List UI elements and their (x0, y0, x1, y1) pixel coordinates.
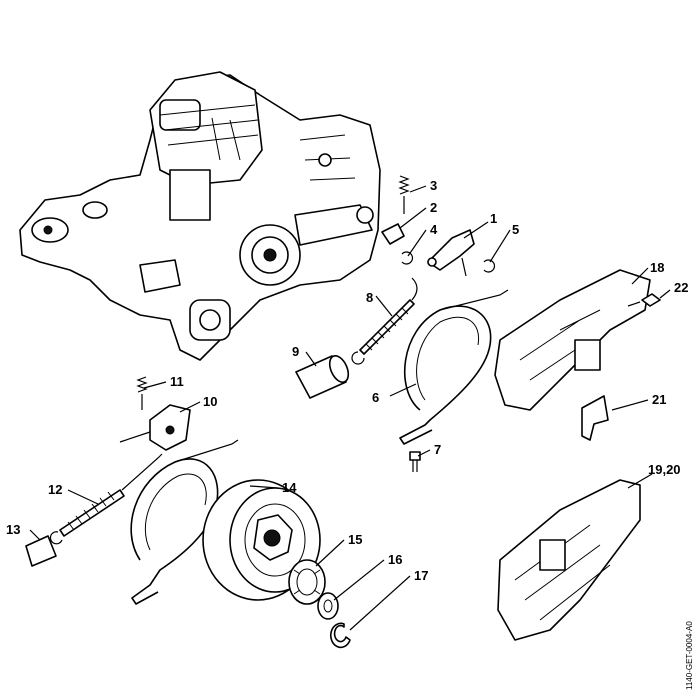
callout-15: 15 (348, 532, 362, 547)
callout-17: 17 (414, 568, 428, 583)
callout-16: 16 (388, 552, 402, 567)
sprocket-cover-part-19-20 (497, 479, 641, 641)
callout-12: 12 (48, 482, 62, 497)
sleeve-part-9 (295, 355, 350, 399)
callout-7: 7 (434, 442, 441, 457)
callout-6: 6 (372, 390, 379, 405)
callout-8: 8 (366, 290, 373, 305)
callout-22: 22 (674, 280, 688, 295)
callout-3: 3 (430, 178, 437, 193)
callout-21: 21 (652, 392, 666, 407)
callout-4: 4 (430, 222, 438, 237)
leader-lines (29, 185, 671, 631)
screw-part-7 (409, 451, 421, 472)
washer-part-16 (317, 592, 339, 620)
spring-part-8 (351, 277, 418, 365)
document-id: 1140-GET-0004-A0 (685, 621, 694, 690)
screw-part-22 (627, 293, 661, 307)
callout-19-20: 19,20 (648, 462, 681, 477)
clip-part-5 (483, 259, 495, 273)
spring-part-3 (398, 175, 410, 214)
sleeve-part-13 (25, 535, 57, 567)
brake-band-part-14 (130, 439, 239, 605)
brake-band-part-6 (399, 289, 509, 445)
engine-housing (19, 71, 381, 361)
callout-13: 13 (6, 522, 20, 537)
brake-lever-part-1 (427, 229, 475, 277)
bracket-part-21 (581, 395, 609, 441)
clip-part-4 (401, 251, 413, 265)
sprocket-cover-part-18 (494, 269, 651, 411)
lever-part-2 (381, 223, 405, 245)
callout-14: 14 (282, 480, 297, 495)
callout-18: 18 (650, 260, 664, 275)
rim-sprocket-part-15 (288, 559, 326, 605)
spring-part-12 (49, 453, 163, 545)
callout-11: 11 (170, 374, 184, 389)
callout-1: 1 (490, 211, 497, 226)
spring-part-11 (136, 376, 148, 410)
callout-9: 9 (292, 344, 299, 359)
callout-2: 2 (430, 200, 437, 215)
clip-part-17 (329, 622, 351, 649)
callout-10: 10 (203, 394, 217, 409)
lever-assembly-part-10 (119, 404, 191, 451)
callout-5: 5 (512, 222, 519, 237)
